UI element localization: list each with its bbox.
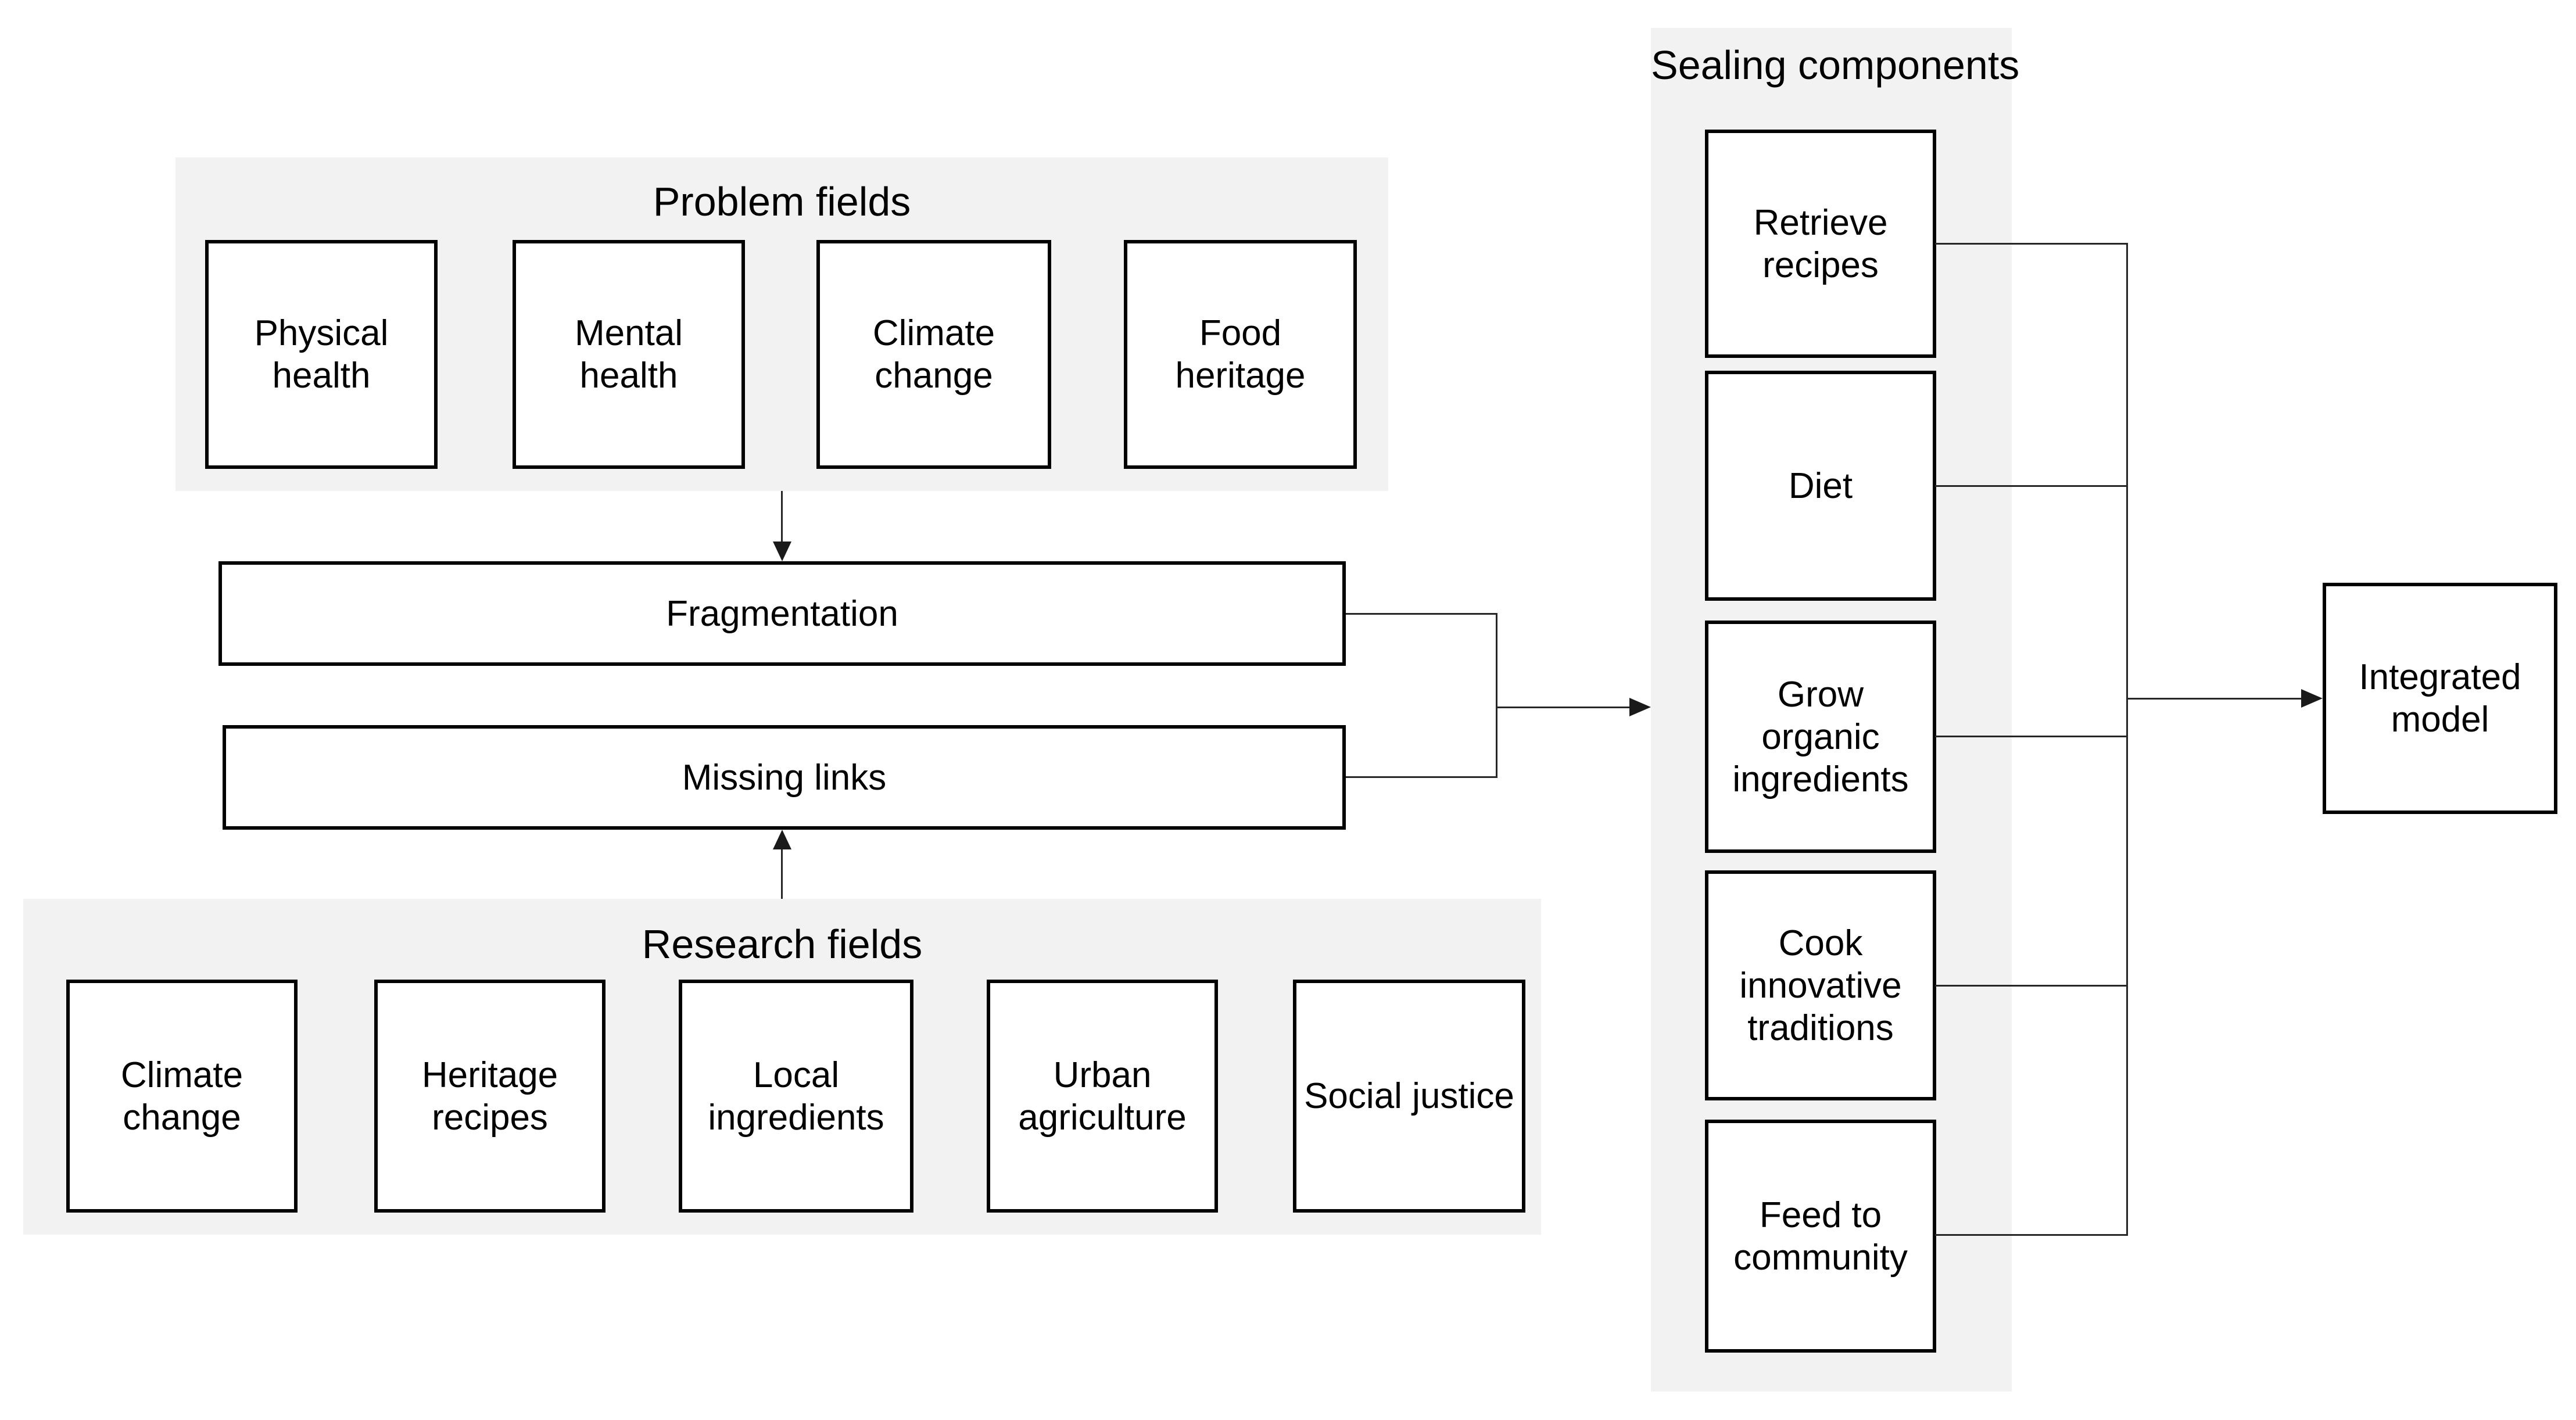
- sealing-components-title: Sealing components: [1651, 42, 2020, 88]
- arrowhead-down-icon: [773, 542, 791, 561]
- connector-grow-organic-ingredients: [1935, 736, 2127, 737]
- arrow-merge-to-sealing: [1496, 707, 1631, 708]
- box-label: Integrated model: [2359, 657, 2521, 740]
- merge-vertical-line: [1496, 613, 1497, 778]
- box-label: Social justice: [1304, 1076, 1514, 1116]
- box-label: Grow organic ingredients: [1732, 674, 1909, 799]
- research-fields-title: Research fields: [642, 921, 923, 967]
- connector-missing-links: [1346, 776, 1497, 778]
- box-fragmentation: Fragmentation: [218, 561, 1346, 666]
- line-research-to-missing-links: [781, 847, 783, 899]
- box-label: Retrieve recipes: [1753, 202, 1888, 285]
- box-integrated-model: Integrated model: [2323, 583, 2557, 814]
- line-problem-to-fragmentation: [781, 491, 783, 543]
- box-label: Diet: [1788, 465, 1853, 506]
- connector-retrieve-recipes: [1935, 243, 2127, 245]
- box-label: Heritage recipes: [421, 1055, 558, 1138]
- box-label: Cook innovative traditions: [1739, 923, 1902, 1048]
- box-label: Local ingredients: [708, 1055, 884, 1138]
- box-retrieve-recipes: Retrieve recipes: [1705, 130, 1936, 358]
- connector-feed-to-community: [1935, 1234, 2127, 1236]
- box-food-heritage: Food heritage: [1124, 240, 1357, 469]
- research-fields-group: Research fields Climate change Heritage …: [23, 899, 1541, 1235]
- box-physical-health: Physical health: [205, 240, 438, 469]
- arrowhead-right-icon: [2301, 689, 2323, 708]
- box-mental-health: Mental health: [513, 240, 745, 469]
- arrow-to-integrated-model: [2126, 698, 2302, 700]
- box-climate-change-problem: Climate change: [816, 240, 1051, 469]
- box-heritage-recipes: Heritage recipes: [374, 980, 606, 1213]
- box-label: Physical health: [254, 313, 389, 396]
- box-label: Missing links: [682, 757, 887, 798]
- sealing-components-group: Sealing components Retrieve recipes Diet…: [1651, 28, 2020, 1392]
- box-label: Feed to community: [1733, 1195, 1908, 1278]
- box-urban-agriculture: Urban agriculture: [987, 980, 1218, 1213]
- box-feed-to-community: Feed to community: [1705, 1120, 1936, 1353]
- box-missing-links: Missing links: [223, 725, 1346, 830]
- box-label: Fragmentation: [666, 593, 898, 634]
- right-vertical-line: [2126, 243, 2128, 1236]
- box-social-justice: Social justice: [1293, 980, 1525, 1213]
- problem-fields-title: Problem fields: [653, 179, 911, 224]
- box-label: Food heritage: [1175, 313, 1306, 396]
- box-label: Climate change: [872, 313, 995, 396]
- box-local-ingredients: Local ingredients: [679, 980, 913, 1213]
- connector-diet: [1935, 485, 2127, 487]
- problem-fields-group: Problem fields Physical health Mental he…: [175, 157, 1388, 491]
- box-climate-change-research: Climate change: [66, 980, 298, 1213]
- connector-cook-innovative-traditions: [1935, 985, 2127, 987]
- arrowhead-up-icon: [773, 830, 791, 849]
- box-grow-organic-ingredients: Grow organic ingredients: [1705, 621, 1936, 853]
- connector-fragmentation: [1346, 613, 1497, 615]
- arrowhead-right-icon: [1629, 698, 1651, 716]
- box-cook-innovative-traditions: Cook innovative traditions: [1705, 870, 1936, 1100]
- box-label: Mental health: [574, 313, 683, 396]
- box-label: Urban agriculture: [1018, 1055, 1187, 1138]
- box-diet: Diet: [1705, 371, 1936, 601]
- box-label: Climate change: [120, 1055, 243, 1138]
